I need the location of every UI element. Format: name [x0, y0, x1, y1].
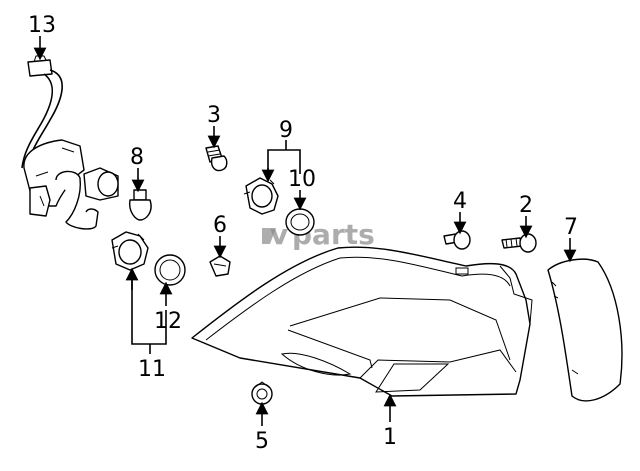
- callout-1: 1: [383, 425, 397, 450]
- callout-12: 12: [154, 309, 182, 334]
- logo-mark: v: [270, 218, 288, 251]
- logo-mark-shape: [262, 228, 276, 244]
- watermark-logo: v parts: [262, 218, 375, 251]
- callout-6: 6: [213, 213, 227, 238]
- callout-9: 9: [279, 118, 293, 143]
- part-4-screw: [443, 230, 471, 250]
- callout-8: 8: [130, 145, 144, 170]
- bracket-11: [131, 272, 167, 345]
- part-9-socket: [243, 177, 279, 215]
- callout-13: 13: [28, 13, 56, 38]
- callout-7: 7: [564, 215, 578, 240]
- part-12-seal-ring: [154, 254, 186, 286]
- part-11-socket: [111, 231, 149, 271]
- callout-5: 5: [255, 429, 269, 454]
- bracket-9: [267, 149, 301, 174]
- callout-10: 10: [288, 167, 316, 192]
- part-5-nut: [251, 381, 273, 405]
- callout-3: 3: [207, 103, 221, 128]
- part-2-bolt: [501, 233, 537, 253]
- part-3-small-bulb: [205, 145, 228, 172]
- part-7-cover: [547, 258, 623, 402]
- part-6-clip: [209, 255, 231, 277]
- part-1-tail-lamp: [191, 246, 533, 397]
- part-13-wiring-harness: [21, 55, 119, 230]
- callout-labels: 13 8 3 9 10 6 4 2 7 5 1 12 11: [28, 13, 578, 454]
- callout-4: 4: [453, 189, 467, 214]
- part-8-bulb: [128, 189, 152, 221]
- callout-2: 2: [519, 193, 533, 218]
- callout-11: 11: [138, 357, 166, 382]
- leader-lines: [33, 36, 577, 426]
- part-10-seal: [285, 208, 315, 236]
